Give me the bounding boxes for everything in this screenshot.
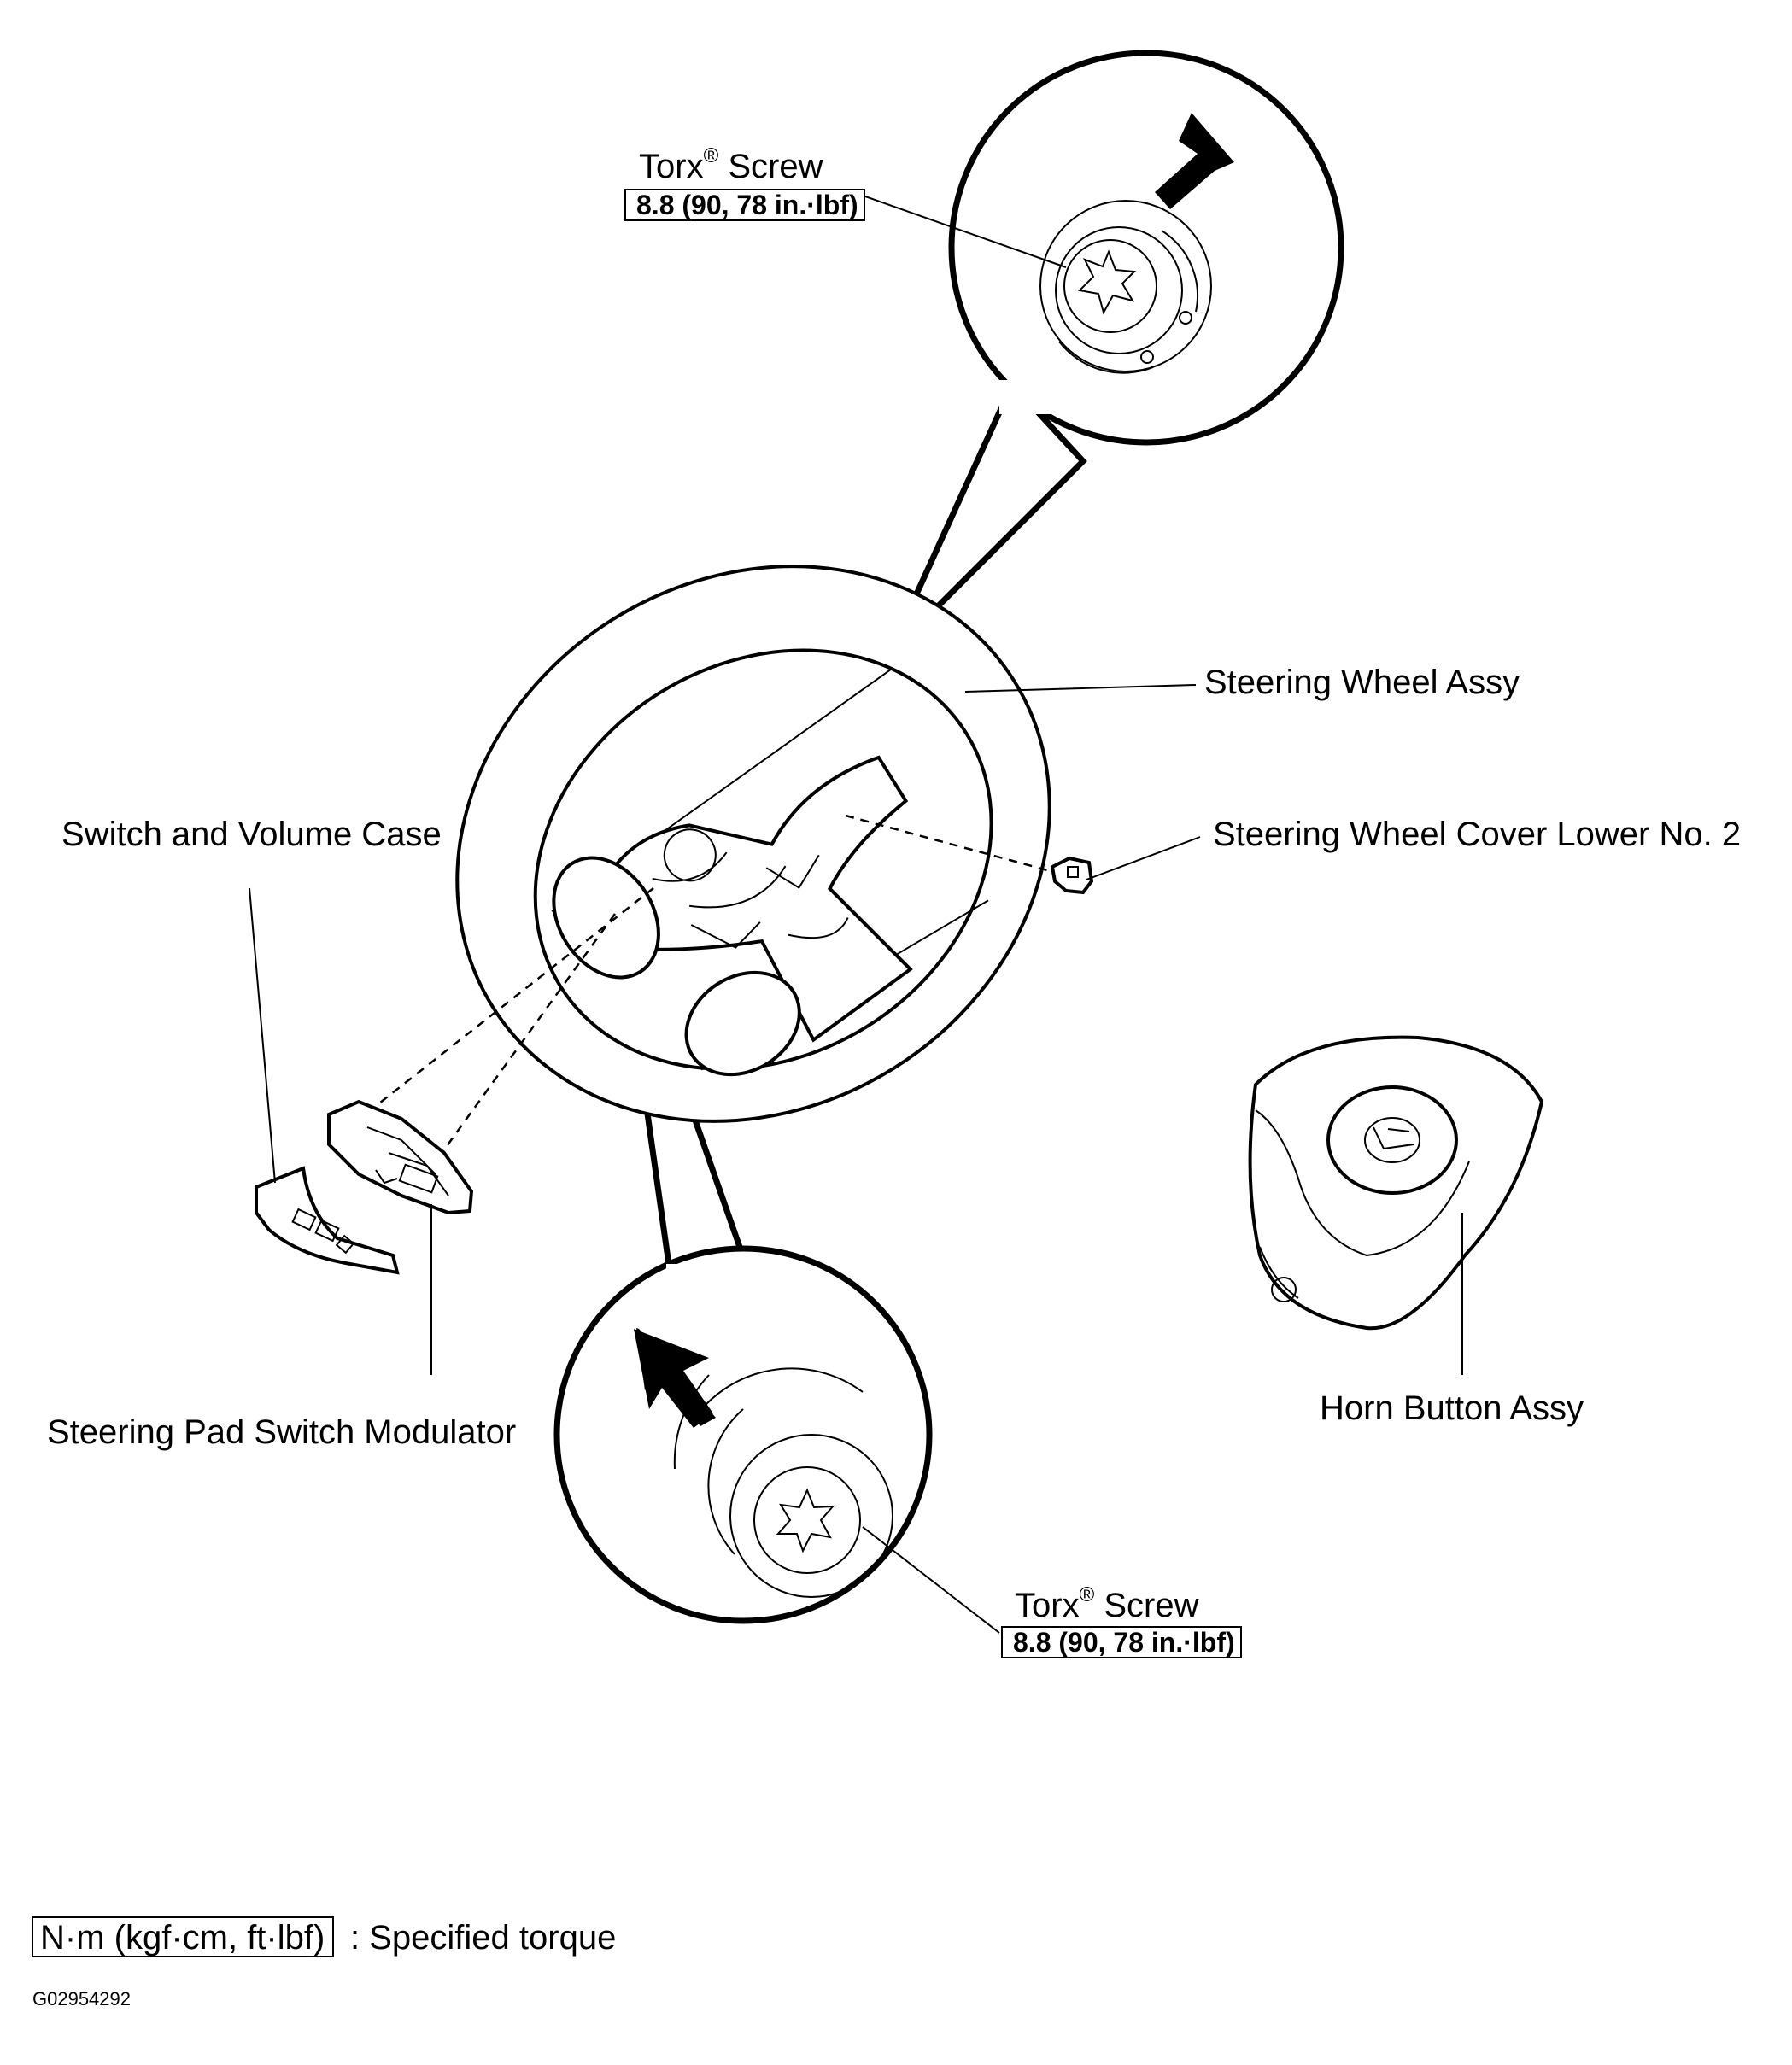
top-torque-box (624, 189, 865, 221)
steering-wheel-assy-drawing (455, 565, 1051, 1123)
bottom-torque-box (1001, 1626, 1242, 1658)
top-detail-callout (885, 50, 1344, 658)
steering-wheel-leader (964, 684, 1197, 693)
legend-unit-box (32, 1916, 334, 1957)
switch-and-volume-case-drawing (255, 1166, 400, 1275)
top-detail-circle (948, 50, 1344, 446)
horn-button-assy-label: Horn Button Assy (1320, 1389, 1584, 1427)
bottom-torx-sup: ® (1080, 1583, 1095, 1606)
steering-wheel-assy-label: Steering Wheel Assy (1204, 664, 1520, 701)
top-torx-label: Torx® Screw 8.8 (90, 78 in.·lbf) (624, 144, 865, 221)
switch-and-volume-case-label: Switch and Volume Case (61, 816, 442, 853)
top-torx-suffix: Screw (718, 148, 823, 185)
horn-button-assy-drawing (1248, 1035, 1544, 1331)
svg-text:Torx® Screw: Torx® Screw (639, 144, 823, 185)
torque-legend: N·m (kgf·cm, ft·lbf) : Specified torque (32, 1916, 616, 1957)
top-callout-pointer (885, 378, 1087, 658)
bottom-torx-screw-icon (673, 1367, 893, 1598)
steering-pad-switch-modulator-drawing (327, 1099, 474, 1215)
top-torx-name: Torx (639, 148, 704, 185)
cover-lower-leader (1086, 836, 1201, 880)
switch-case-leader (249, 887, 276, 1184)
top-torx-sup: ® (704, 144, 719, 167)
top-torx-leader (864, 196, 1067, 268)
bottom-torque-value: 8.8 (90, 78 in.·lbf) (1013, 1627, 1235, 1658)
top-torque-value: 8.8 (90, 78 in.·lbf) (636, 190, 858, 220)
bottom-detail-circle (553, 1245, 933, 1624)
svg-text:Torx® Screw: Torx® Screw (1015, 1583, 1199, 1624)
legend-description: : Specified torque (350, 1919, 616, 1957)
cover-lower-clip-icon (1050, 856, 1094, 895)
steering-pad-switch-modulator-label: Steering Pad Switch Modulator (47, 1413, 516, 1451)
bottom-torx-leader (862, 1526, 1000, 1634)
steering-wheel-cover-lower-label: Steering Wheel Cover Lower No. 2 (1213, 816, 1741, 853)
cover-dashed-line (845, 814, 1051, 873)
bottom-torx-suffix: Screw (1094, 1587, 1198, 1624)
top-torx-screw-icon (1039, 200, 1212, 374)
figure-code: G02954292 (32, 1988, 131, 2009)
modulator-dashed-line-1 (434, 913, 617, 1162)
bottom-torx-label: Torx® Screw 8.8 (90, 78 in.·lbf) (1001, 1583, 1242, 1658)
top-arrow-icon (1155, 113, 1234, 209)
modulator-dashed-line-2 (375, 887, 654, 1107)
bottom-torx-name: Torx (1015, 1587, 1080, 1624)
legend-unit-text: N·m (kgf·cm, ft·lbf) (40, 1919, 325, 1957)
